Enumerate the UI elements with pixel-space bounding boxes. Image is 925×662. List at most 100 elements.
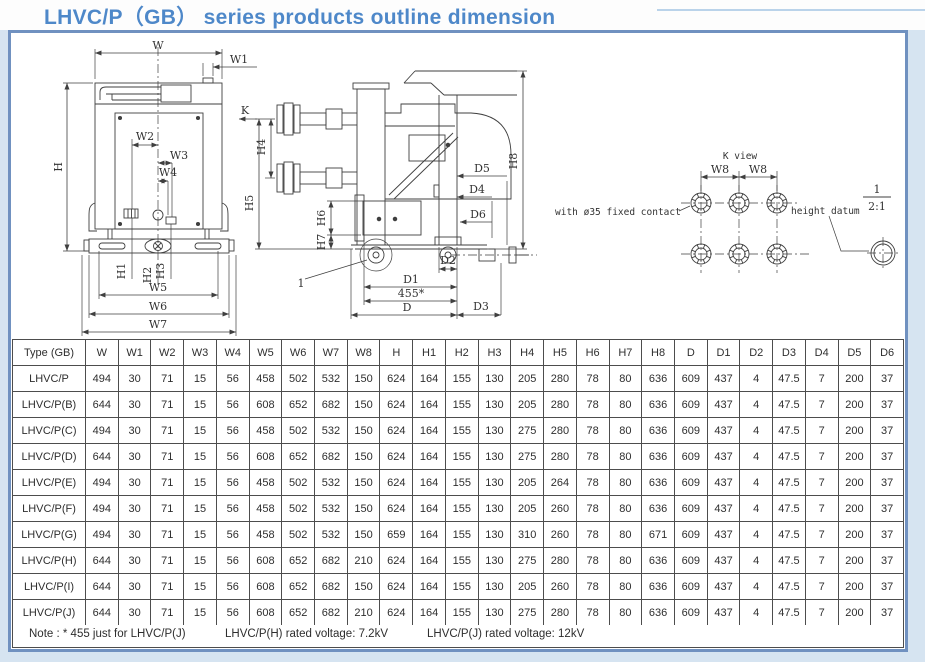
value-cell: 56 bbox=[215, 469, 250, 496]
dim-label-w7: W7 bbox=[149, 318, 167, 331]
value-cell: 7 bbox=[804, 599, 839, 626]
table-note-row: Note : * 455 just for LHVC/P(J) LHVC/P(H… bbox=[12, 625, 904, 648]
value-cell: 7 bbox=[804, 417, 839, 444]
value-cell: 609 bbox=[673, 443, 708, 470]
value-cell: 30 bbox=[117, 599, 152, 626]
value-cell: 458 bbox=[248, 495, 283, 522]
value-cell: 205 bbox=[510, 365, 545, 392]
dim-label-w1: W1 bbox=[230, 53, 248, 66]
value-cell: 56 bbox=[215, 443, 250, 470]
value-cell: 155 bbox=[444, 469, 479, 496]
value-cell: 150 bbox=[346, 391, 381, 418]
value-cell: 150 bbox=[346, 365, 381, 392]
type-cell: LHVC/P(B) bbox=[12, 391, 86, 418]
note-voltage-j: LHVC/P(J) rated voltage: 12kV bbox=[427, 628, 585, 640]
value-cell: 47.5 bbox=[772, 417, 806, 444]
value-cell: 609 bbox=[673, 573, 708, 600]
value-cell: 652 bbox=[281, 573, 316, 600]
value-cell: 608 bbox=[248, 547, 283, 574]
value-cell: 78 bbox=[575, 495, 610, 522]
value-cell: 80 bbox=[608, 573, 643, 600]
value-cell: 30 bbox=[117, 573, 152, 600]
dim-label-h5: H5 bbox=[243, 195, 256, 212]
value-cell: 636 bbox=[641, 391, 675, 418]
value-cell: 47.5 bbox=[772, 391, 806, 418]
type-cell: LHVC/P(G) bbox=[12, 521, 86, 548]
value-cell: 130 bbox=[477, 599, 512, 626]
value-cell: 494 bbox=[85, 417, 119, 444]
value-cell: 7 bbox=[804, 469, 839, 496]
value-cell: 532 bbox=[314, 495, 348, 522]
note-asterisk: Note : * 455 just for LHVC/P(J) bbox=[29, 628, 186, 640]
col-header-d4: D4 bbox=[804, 339, 839, 366]
col-header-w8: W8 bbox=[346, 339, 381, 366]
value-cell: 15 bbox=[183, 443, 217, 470]
value-cell: 56 bbox=[215, 547, 250, 574]
value-cell: 130 bbox=[477, 417, 512, 444]
value-cell: 30 bbox=[117, 495, 152, 522]
value-cell: 532 bbox=[314, 365, 348, 392]
value-cell: 164 bbox=[412, 365, 446, 392]
value-cell: 78 bbox=[575, 443, 610, 470]
value-cell: 7 bbox=[804, 547, 839, 574]
dim-label-w5: W5 bbox=[149, 281, 167, 294]
value-cell: 15 bbox=[183, 521, 217, 548]
value-cell: 260 bbox=[543, 521, 577, 548]
value-cell: 78 bbox=[575, 391, 610, 418]
value-cell: 56 bbox=[215, 391, 250, 418]
page-title: LHVC/P（GB） series products outline dimen… bbox=[44, 6, 556, 29]
value-cell: 37 bbox=[870, 521, 904, 548]
detail-number-label: 1 bbox=[874, 183, 881, 196]
value-cell: 624 bbox=[379, 391, 414, 418]
value-cell: 78 bbox=[575, 573, 610, 600]
value-cell: 130 bbox=[477, 521, 512, 548]
value-cell: 624 bbox=[379, 365, 414, 392]
value-cell: 275 bbox=[510, 547, 545, 574]
value-cell: 15 bbox=[183, 391, 217, 418]
value-cell: 56 bbox=[215, 521, 250, 548]
col-header-w: W bbox=[85, 339, 119, 366]
value-cell: 15 bbox=[183, 495, 217, 522]
col-header-h6: H6 bbox=[575, 339, 610, 366]
value-cell: 280 bbox=[543, 365, 577, 392]
value-cell: 47.5 bbox=[772, 599, 806, 626]
value-cell: 437 bbox=[706, 599, 741, 626]
value-cell: 494 bbox=[85, 521, 119, 548]
value-cell: 30 bbox=[117, 391, 152, 418]
value-cell: 652 bbox=[281, 547, 316, 574]
value-cell: 4 bbox=[739, 443, 774, 470]
value-cell: 164 bbox=[412, 443, 446, 470]
value-cell: 200 bbox=[837, 469, 872, 496]
value-cell: 150 bbox=[346, 443, 381, 470]
top-accent-line bbox=[657, 9, 925, 11]
col-header-d6: D6 bbox=[870, 339, 904, 366]
k-view-title: K view bbox=[723, 151, 758, 162]
value-cell: 636 bbox=[641, 365, 675, 392]
value-cell: 659 bbox=[379, 521, 414, 548]
value-cell: 71 bbox=[150, 547, 185, 574]
value-cell: 636 bbox=[641, 599, 675, 626]
detail-scale-label: 2:1 bbox=[868, 200, 886, 213]
fixed-contact-note: with ø35 fixed contact bbox=[555, 207, 681, 218]
content-frame: W W1 H W2 W3 W4 H1 H2 H3 W5 W6 W7 bbox=[8, 30, 908, 652]
item-1-label: 1 bbox=[298, 277, 305, 290]
value-cell: 624 bbox=[379, 443, 414, 470]
value-cell: 532 bbox=[314, 417, 348, 444]
dim-label-h3: H3 bbox=[154, 263, 167, 280]
value-cell: 71 bbox=[150, 521, 185, 548]
col-header-type-gb-: Type (GB) bbox=[12, 339, 86, 366]
value-cell: 682 bbox=[314, 443, 348, 470]
outline-drawing: W W1 H W2 W3 W4 H1 H2 H3 W5 W6 W7 bbox=[52, 39, 899, 336]
col-header-h5: H5 bbox=[543, 339, 577, 366]
value-cell: 502 bbox=[281, 521, 316, 548]
value-cell: 4 bbox=[739, 495, 774, 522]
value-cell: 458 bbox=[248, 469, 283, 496]
value-cell: 80 bbox=[608, 495, 643, 522]
value-cell: 4 bbox=[739, 365, 774, 392]
value-cell: 56 bbox=[215, 495, 250, 522]
value-cell: 37 bbox=[870, 391, 904, 418]
col-header-d3: D3 bbox=[772, 339, 806, 366]
value-cell: 37 bbox=[870, 573, 904, 600]
